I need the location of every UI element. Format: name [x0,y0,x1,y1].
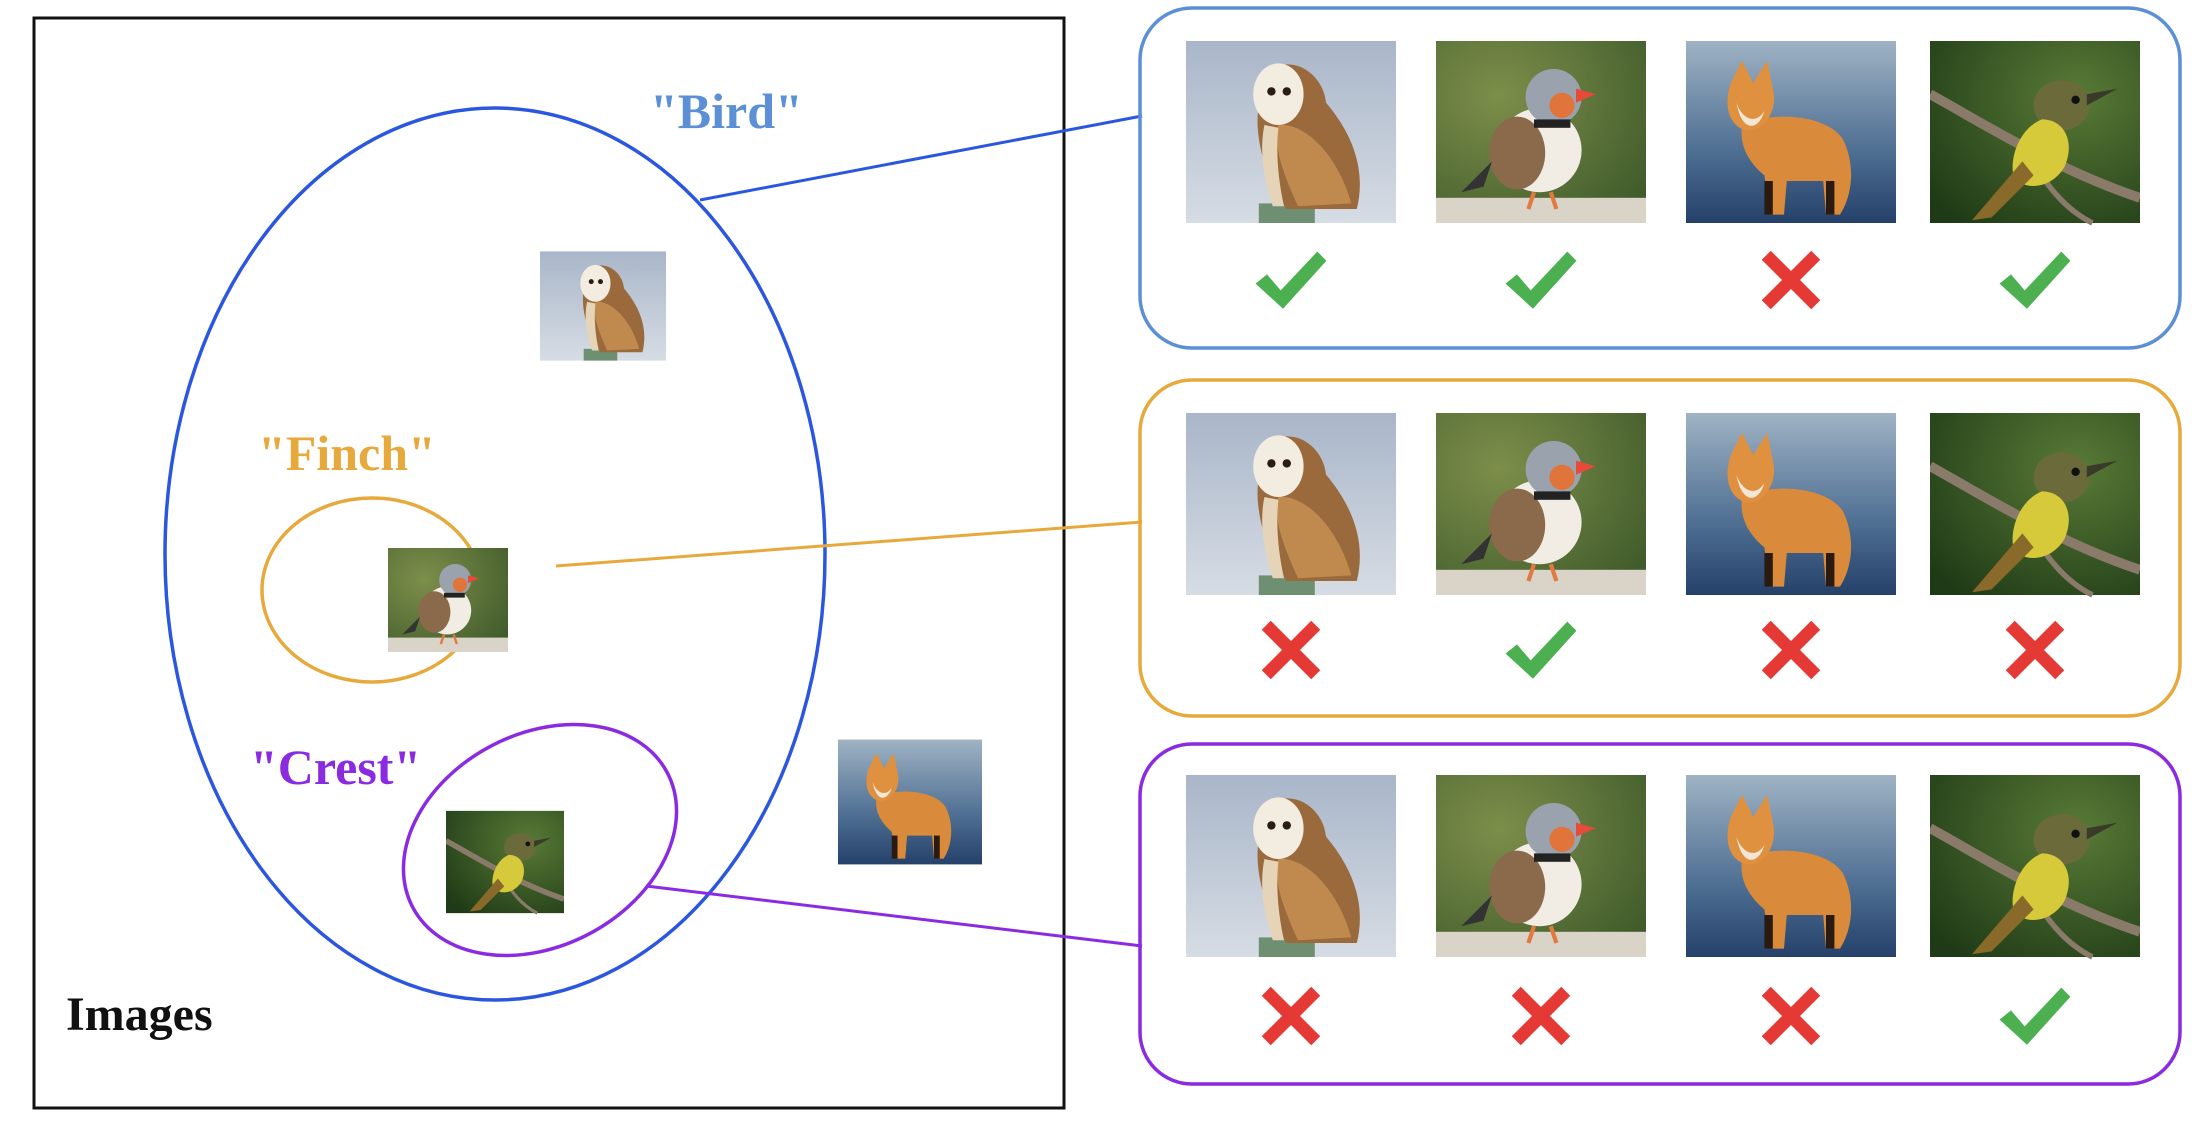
finch-results-panel [1138,378,2182,718]
bird-connector-line [699,114,1143,202]
crest-connector-line [645,884,1143,948]
bird-row-zebra-finch-image [1436,41,1646,223]
crest-row-crested-flycatcher-image [1930,775,2140,957]
bird-concept-label: "Bird" [650,83,803,139]
bird-row-barn-owl-image [1186,41,1396,223]
finch-row-crested-flycatcher-image [1930,413,2140,595]
finch-zebra-finch-check-icon [1505,621,1577,679]
bird-row-red-fox-image [1686,41,1896,223]
bird-owl-check-icon [1255,251,1327,309]
crest-concept-region [401,722,679,958]
crest-concept-label: "Crest" [250,739,421,795]
finch-concept-label: "Finch" [258,425,436,481]
crest-fox-cross-icon [1761,986,1821,1046]
bird-zebra-finch-check-icon [1505,251,1577,309]
finch-connector-line [555,520,1143,568]
finch-flycatcher-cross-icon [2005,620,2065,680]
crest-flycatcher-check-icon [1999,987,2071,1045]
images-panel-frame [32,16,1066,1110]
results-rows [1186,41,2140,1046]
finch-fox-cross-icon [1761,620,1821,680]
bird-results-panel [1138,6,2182,350]
crest-row-barn-owl-image [1186,775,1396,957]
crest-zebra-finch-cross-icon [1511,986,1571,1046]
images-panel-label: Images [66,988,213,1041]
crest-results-panel [1138,742,2182,1086]
finch-row-zebra-finch-image [1436,413,1646,595]
bird-flycatcher-check-icon [1999,251,2071,309]
red-fox-image [838,739,982,865]
bird-row-crested-flycatcher-image [1930,41,2140,223]
finch-owl-cross-icon [1261,620,1321,680]
barn-owl-image [540,251,666,361]
crest-row-red-fox-image [1686,775,1896,957]
bird-fox-cross-icon [1761,250,1821,310]
crested-flycatcher-image [446,811,564,913]
finch-row-barn-owl-image [1186,413,1396,595]
crest-owl-cross-icon [1261,986,1321,1046]
finch-row-red-fox-image [1686,413,1896,595]
crest-row-zebra-finch-image [1436,775,1646,957]
bird-concept-region [163,106,827,1002]
zebra-finch-image [388,546,508,654]
